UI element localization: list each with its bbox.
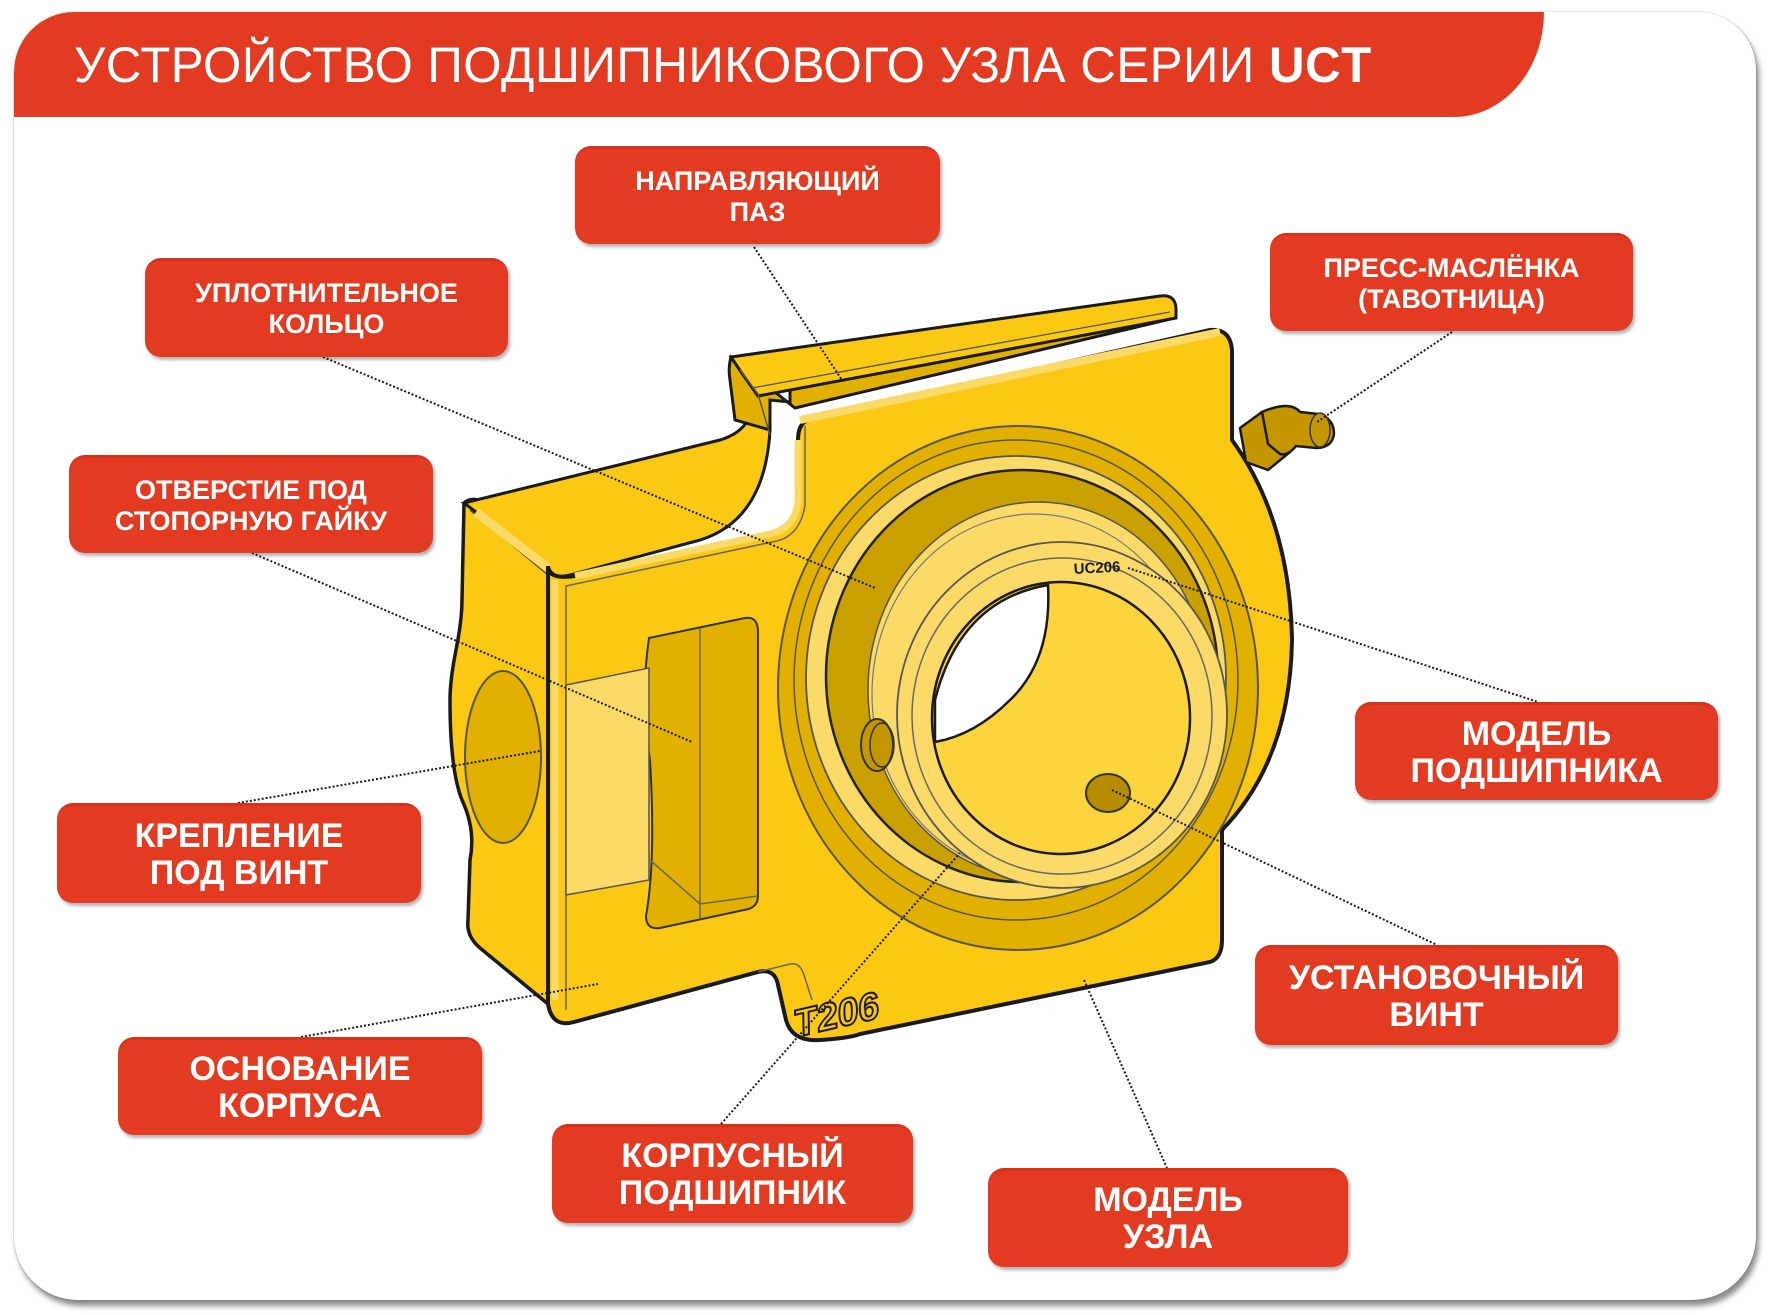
bearing-model-marking: UC206	[1073, 559, 1121, 578]
leader-guide-slot	[753, 246, 843, 381]
grease-nipple-icon	[1238, 404, 1336, 472]
label-screw-mount: КРЕПЛЕНИЕ ПОД ВИНТ	[57, 803, 421, 903]
guide-slot-block	[727, 294, 1178, 436]
page-title: УСТРОЙСТВО ПОДШИПНИКОВОГО УЗЛА СЕРИИ UCT	[74, 30, 1372, 100]
label-text: ОСНОВАНИЕ КОРПУСА	[189, 1049, 411, 1125]
leader-lines	[237, 246, 1539, 1169]
title-regular-text: УСТРОЙСТВО ПОДШИПНИКОВОГО УЗЛА СЕРИИ	[74, 37, 1255, 93]
label-text: ОТВЕРСТИЕ ПОД СТОПОРНУЮ ГАЙКУ	[114, 474, 388, 536]
label-unit-model: МОДЕЛЬ УЗЛА	[988, 1168, 1348, 1267]
label-text: КРЕПЛЕНИЕ ПОД ВИНТ	[134, 816, 344, 892]
label-guide-slot: НАПРАВЛЯЮЩИЙ ПАЗ	[575, 146, 940, 244]
leader-insert-bearing	[720, 852, 961, 1125]
title-bold-series: UCT	[1268, 37, 1372, 93]
label-text: УСТАНОВОЧНЫЙ ВИНТ	[1288, 958, 1585, 1034]
label-seal-ring: УПЛОТНИТЕЛЬНОЕ КОЛЬЦО	[145, 258, 508, 357]
title-banner: УСТРОЙСТВО ПОДШИПНИКОВОГО УЗЛА СЕРИИ UCT	[14, 12, 1544, 117]
label-text: ПРЕСС-МАСЛЁНКА (ТАВОТНИЦА)	[1323, 252, 1580, 314]
label-lock-nut-hole: ОТВЕРСТИЕ ПОД СТОПОРНУЮ ГАЙКУ	[69, 455, 433, 553]
leader-unit-model	[1083, 979, 1168, 1169]
label-bearing-model: МОДЕЛЬ ПОДШИПНИКА	[1355, 702, 1718, 800]
label-text: МОДЕЛЬ ПОДШИПНИКА	[1410, 714, 1663, 790]
label-insert-bearing: КОРПУСНЫЙ ПОДШИПНИК	[552, 1124, 913, 1223]
insert-bearing	[860, 501, 1228, 889]
label-text: НАПРАВЛЯЮЩИЙ ПАЗ	[635, 165, 880, 227]
label-grease-nipple: ПРЕСС-МАСЛЁНКА (ТАВОТНИЦА)	[1270, 233, 1633, 331]
leader-screw-mount	[237, 750, 541, 804]
label-text: УПЛОТНИТЕЛЬНОЕ КОЛЬЦО	[195, 278, 458, 339]
label-housing-base: ОСНОВАНИЕ КОРПУСА	[118, 1037, 482, 1135]
label-text: КОРПУСНЫЙ ПОДШИПНИК	[618, 1137, 847, 1212]
leader-grease-nipple	[1316, 331, 1453, 423]
housing-side-block	[448, 497, 550, 1008]
label-text: МОДЕЛЬ УЗЛА	[1093, 1181, 1243, 1256]
label-set-screw: УСТАНОВОЧНЫЙ ВИНТ	[1255, 945, 1618, 1045]
leader-set-screw	[1111, 789, 1438, 946]
